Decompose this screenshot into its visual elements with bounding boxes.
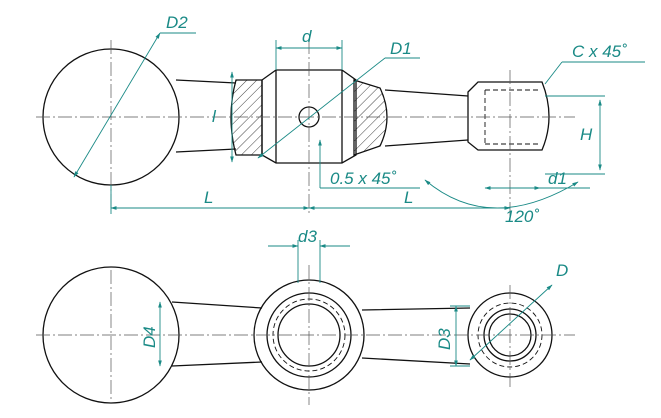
label-d3: d3 <box>298 227 317 246</box>
hub-body <box>261 69 357 164</box>
label-D2: D2 <box>166 13 188 32</box>
threaded-end <box>467 81 550 151</box>
front-view <box>36 40 575 220</box>
front-dimensions: D2 d D1 l C x 45˚ H 0.5 x 45˚ d1 L L 120… <box>73 13 645 226</box>
label-angle: 120˚ <box>505 207 539 226</box>
d1-leader <box>257 57 386 159</box>
angle-arc <box>424 179 579 209</box>
label-D3: D3 <box>435 328 454 350</box>
left-shank <box>175 79 237 153</box>
label-bore-chamfer: 0.5 x 45˚ <box>330 169 396 188</box>
plan-hub-outer <box>253 279 365 391</box>
d2-leader <box>73 32 161 178</box>
hub-bore-lines <box>275 70 343 163</box>
label-D4: D4 <box>140 326 159 348</box>
label-H: H <box>580 125 593 144</box>
plan-right-shank <box>361 307 471 365</box>
plan-view <box>36 265 575 405</box>
label-d: d <box>302 27 312 46</box>
hub-section-left <box>230 79 263 156</box>
label-chamfer: C x 45˚ <box>572 42 627 61</box>
d-leader <box>469 284 553 361</box>
label-l: l <box>212 107 217 126</box>
plan-dimensions: d3 D4 D3 D <box>140 227 568 367</box>
label-L-left: L <box>204 188 213 207</box>
label-D1: D1 <box>390 39 412 58</box>
chamfer-leader <box>544 61 563 85</box>
label-d1: d1 <box>548 169 567 188</box>
right-shank <box>384 89 469 147</box>
label-D: D <box>556 261 568 280</box>
hub-section-right <box>353 79 388 156</box>
plan-left-shank <box>171 301 263 367</box>
label-L-right: L <box>404 188 413 207</box>
